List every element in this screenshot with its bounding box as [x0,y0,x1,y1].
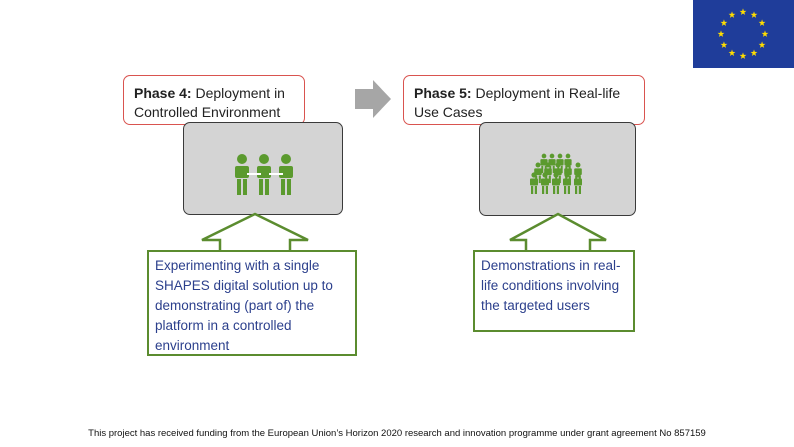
eu-star-icon [761,30,769,37]
eu-star-icon [758,19,766,26]
callout-4-pointer [201,212,309,254]
group-of-three-people-icon [235,154,293,195]
phase-4-illustration [183,122,343,215]
phase-5-illustration [479,122,636,216]
phase-5-description: Deployment in Real-life Use Cases [414,85,621,120]
phase-5-title: Phase 5: [414,85,472,101]
person-figure-icon [530,172,538,194]
person-figure-icon [563,172,571,194]
phase-4-callout: Experimenting with a single SHAPES digit… [147,250,357,356]
eu-star-icon [750,11,758,18]
eu-stars [717,8,769,59]
phase-4-description: Deployment in Controlled Environment [134,85,285,120]
eu-flag-icon [693,0,794,68]
phase-4-box: Phase 4: Deployment in Controlled Enviro… [123,75,305,125]
phase-5-box: Phase 5: Deployment in Real-life Use Cas… [403,75,645,125]
phase-5-callout: Demonstrations in real-life conditions i… [473,250,635,332]
callout-5-pointer [509,212,607,254]
eu-star-icon [717,30,725,37]
eu-star-icon [728,11,736,18]
person-figure-icon [541,172,549,194]
eu-star-icon [739,52,747,59]
person-figure-icon [574,172,582,194]
eu-star-icon [758,41,766,48]
crowd-of-people-icon [530,153,582,194]
eu-star-icon [728,49,736,56]
eu-star-icon [720,41,728,48]
eu-star-icon [720,19,728,26]
funding-footer: This project has received funding from t… [88,428,706,439]
eu-star-icon [750,49,758,56]
right-arrow-icon [355,80,391,118]
eu-star-icon [739,8,747,15]
phase-4-title: Phase 4: [134,85,192,101]
person-figure-icon [552,172,560,194]
